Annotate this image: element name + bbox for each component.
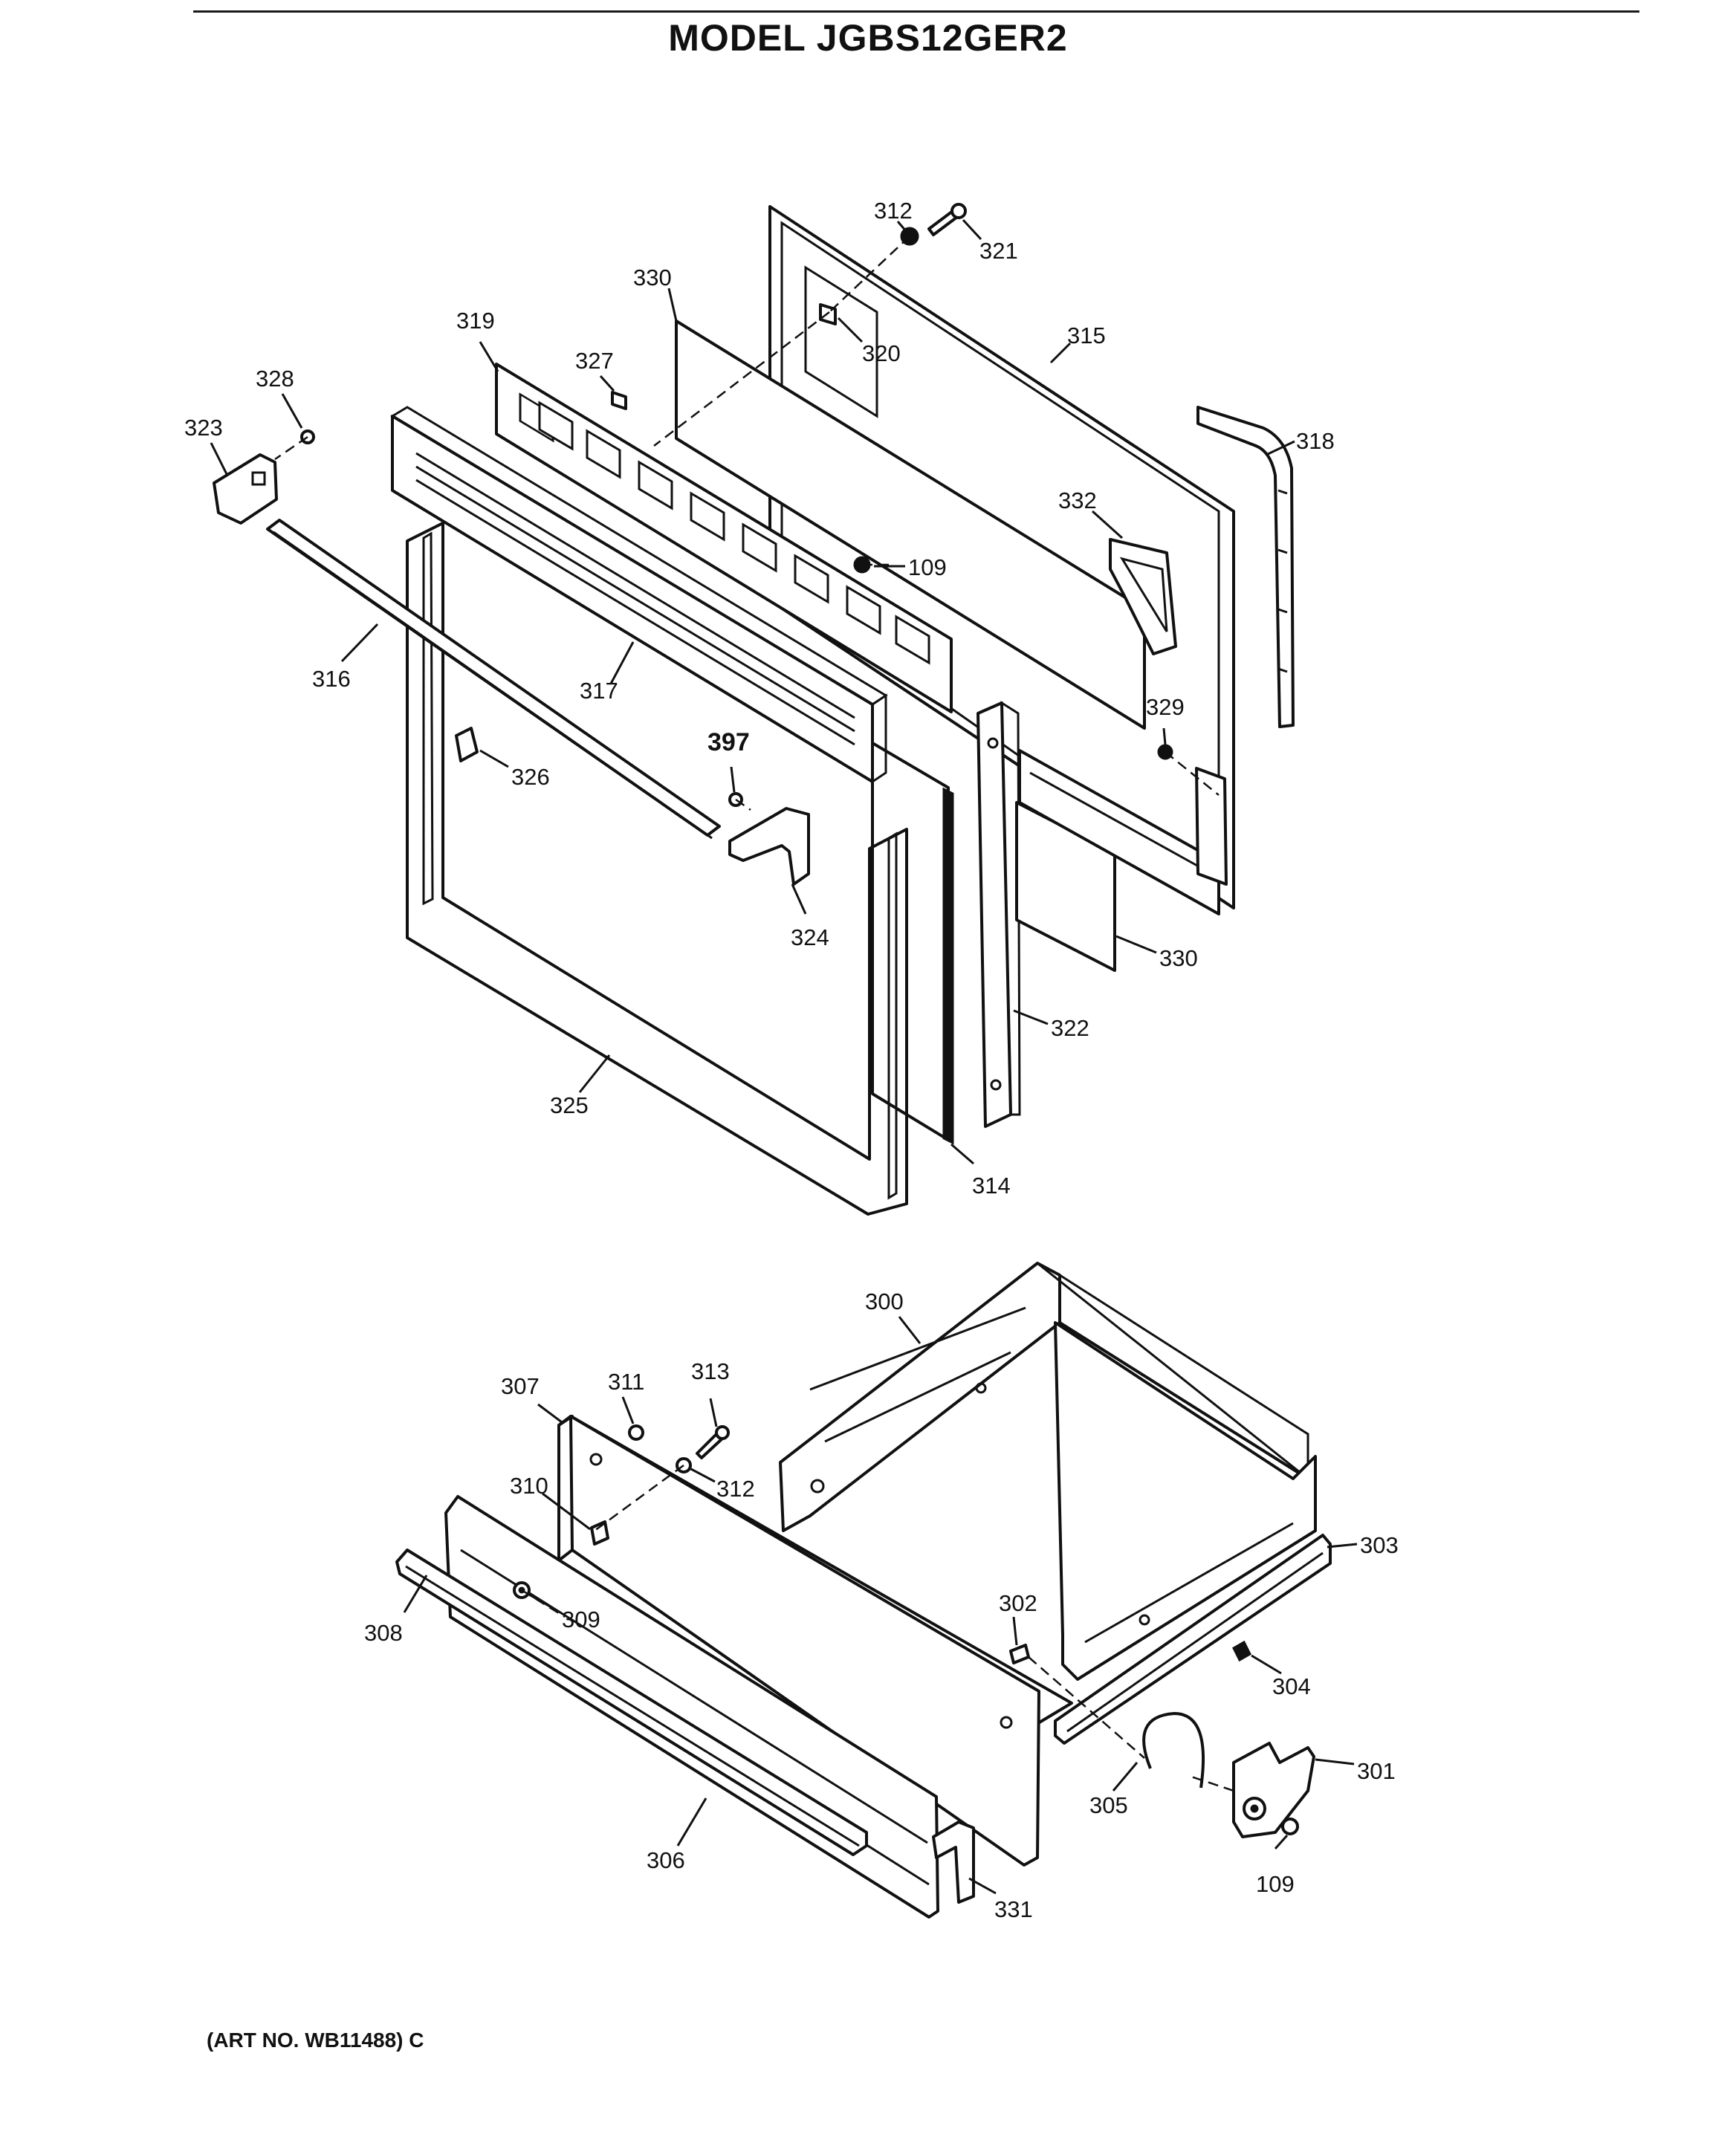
callout-319: 319	[456, 308, 495, 334]
callout-323: 323	[184, 415, 223, 441]
part-311-nut	[628, 1424, 644, 1441]
callout-315: 315	[1067, 322, 1106, 348]
part-313-screw	[696, 1425, 730, 1459]
part-300-drawer-body	[779, 1262, 1317, 1681]
part-321-screw-upper	[927, 203, 967, 236]
part-310-clip	[590, 1520, 609, 1546]
callout-321: 321	[979, 238, 1018, 264]
callout-325: 325	[550, 1092, 589, 1118]
callout-316: 316	[312, 666, 351, 692]
part-305-spring	[1142, 1711, 1205, 1789]
callout-320: 320	[862, 340, 901, 366]
callout-labels: 312 321 330 320 315 319 327 328 323 318 …	[184, 198, 1399, 1922]
callout-317: 317	[580, 678, 618, 704]
callout-310: 310	[510, 1473, 548, 1499]
part-307-drawer-inner-panel	[557, 1415, 1073, 1867]
callout-304: 304	[1272, 1673, 1311, 1699]
callout-303: 303	[1360, 1532, 1399, 1558]
callout-301: 301	[1357, 1758, 1396, 1784]
callout-397: 397	[707, 728, 750, 756]
part-302-screw	[1009, 1644, 1030, 1664]
part-322-side-channel	[976, 701, 1021, 1128]
callout-312-lower: 312	[716, 1476, 755, 1502]
part-318-side-trim	[1196, 406, 1295, 728]
part-327-clip	[611, 391, 627, 410]
callout-327: 327	[575, 348, 614, 374]
callout-322: 322	[1051, 1015, 1089, 1041]
part-314-inner-glass	[871, 742, 954, 1145]
callout-109-upper: 109	[908, 554, 947, 580]
art-number-caption: (ART NO. WB11488) C	[207, 2029, 424, 2052]
part-109-screw-lower	[1281, 1818, 1299, 1835]
callout-332: 332	[1058, 487, 1097, 513]
door-hinge-channel	[1018, 749, 1228, 915]
part-330-upper-glass	[675, 320, 1146, 730]
callout-328: 328	[256, 366, 294, 392]
part-324-bracket	[728, 807, 810, 886]
callout-312-upper: 312	[874, 198, 913, 224]
callout-330-upper: 330	[633, 265, 672, 291]
upper-assembly-leader-lines	[274, 236, 1220, 811]
callout-329: 329	[1146, 694, 1185, 720]
top-rule	[193, 10, 1639, 13]
part-308-drawer-handle	[395, 1549, 868, 1856]
callout-308: 308	[364, 1620, 403, 1646]
part-331-bracket	[932, 1820, 975, 1904]
callout-309: 309	[562, 1606, 600, 1632]
callout-314: 314	[972, 1173, 1011, 1199]
part-325-door-frame	[406, 522, 908, 1216]
callout-324: 324	[791, 924, 829, 950]
callout-307: 307	[501, 1373, 540, 1399]
callout-331: 331	[994, 1896, 1033, 1922]
callout-109-lower: 109	[1256, 1871, 1295, 1897]
callout-313: 313	[691, 1358, 730, 1384]
part-323-hinge-bracket	[213, 453, 278, 525]
callout-311: 311	[608, 1369, 644, 1395]
part-301-bracket	[1232, 1742, 1315, 1838]
page-title: MODEL JGBS12GER2	[668, 17, 1068, 59]
part-332-bracket	[1109, 538, 1177, 655]
part-316-handle-rod	[266, 519, 721, 840]
callout-300: 300	[865, 1288, 904, 1314]
callout-leader-lines	[210, 218, 1358, 1895]
callout-318: 318	[1296, 428, 1335, 454]
part-326-clip	[455, 727, 479, 762]
callout-330-lower: 330	[1159, 945, 1198, 971]
callout-302: 302	[999, 1590, 1037, 1616]
callout-306: 306	[647, 1847, 685, 1873]
callout-305: 305	[1089, 1792, 1128, 1818]
part-303-drawer-slide	[1054, 1534, 1332, 1745]
part-304-roller	[1232, 1640, 1251, 1662]
part-319-vent-plate	[495, 363, 953, 713]
callout-326: 326	[511, 764, 550, 790]
